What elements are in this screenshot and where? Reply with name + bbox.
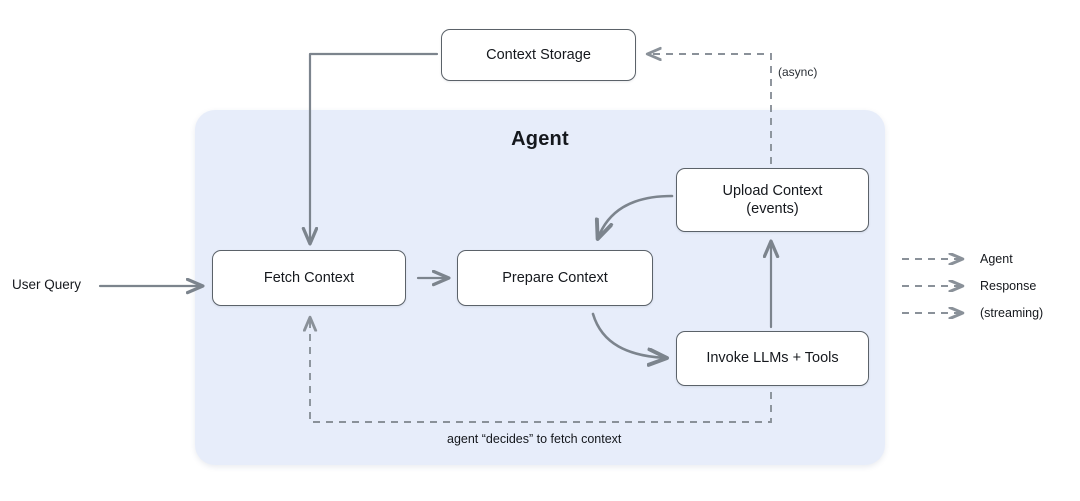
label-agent-decides-caption: agent “decides” to fetch context — [447, 432, 622, 446]
node-fetch-context[interactable]: Fetch Context — [212, 250, 406, 306]
node-prepare-context-label: Prepare Context — [502, 269, 608, 286]
legend-arrow-icon — [902, 280, 972, 292]
legend-row-response: Response — [900, 272, 1075, 299]
arrow-upload-to-prepare — [598, 194, 674, 238]
node-context-storage-label: Context Storage — [486, 46, 591, 63]
node-invoke-llms-label: Invoke LLMs + Tools — [706, 350, 839, 367]
node-upload-context-label: Upload Context — [722, 182, 823, 199]
node-prepare-context[interactable]: Prepare Context — [457, 250, 653, 306]
legend-label-agent: Agent — [980, 251, 1013, 266]
arrow-upload-to-context-storage-async — [648, 54, 772, 164]
legend-label-response: Response — [980, 278, 1037, 293]
legend-arrow-icon — [902, 307, 972, 319]
legend-row-streaming: (streaming) — [900, 299, 1075, 326]
arrow-invoke-to-fetch-feedback — [310, 318, 772, 423]
legend: Agent Response (streaming) — [900, 245, 1075, 326]
node-invoke-llms[interactable]: Invoke LLMs + Tools — [676, 331, 869, 386]
node-upload-context[interactable]: Upload Context (events) — [676, 168, 869, 232]
legend-arrow-icon — [902, 253, 972, 265]
node-fetch-context-label: Fetch Context — [263, 269, 355, 286]
node-upload-context-sublabel: (events) — [746, 201, 799, 217]
arrow-prepare-to-invoke — [591, 312, 666, 358]
arrow-context-storage-to-fetch-context — [310, 52, 439, 243]
legend-row-agent: Agent — [900, 245, 1075, 272]
node-context-storage[interactable]: Context Storage — [441, 29, 636, 81]
legend-label-streaming: (streaming) — [980, 305, 1044, 320]
label-user-query: User Query — [12, 277, 82, 292]
label-async: (async) — [778, 65, 818, 79]
agent-title: Agent — [511, 128, 569, 150]
